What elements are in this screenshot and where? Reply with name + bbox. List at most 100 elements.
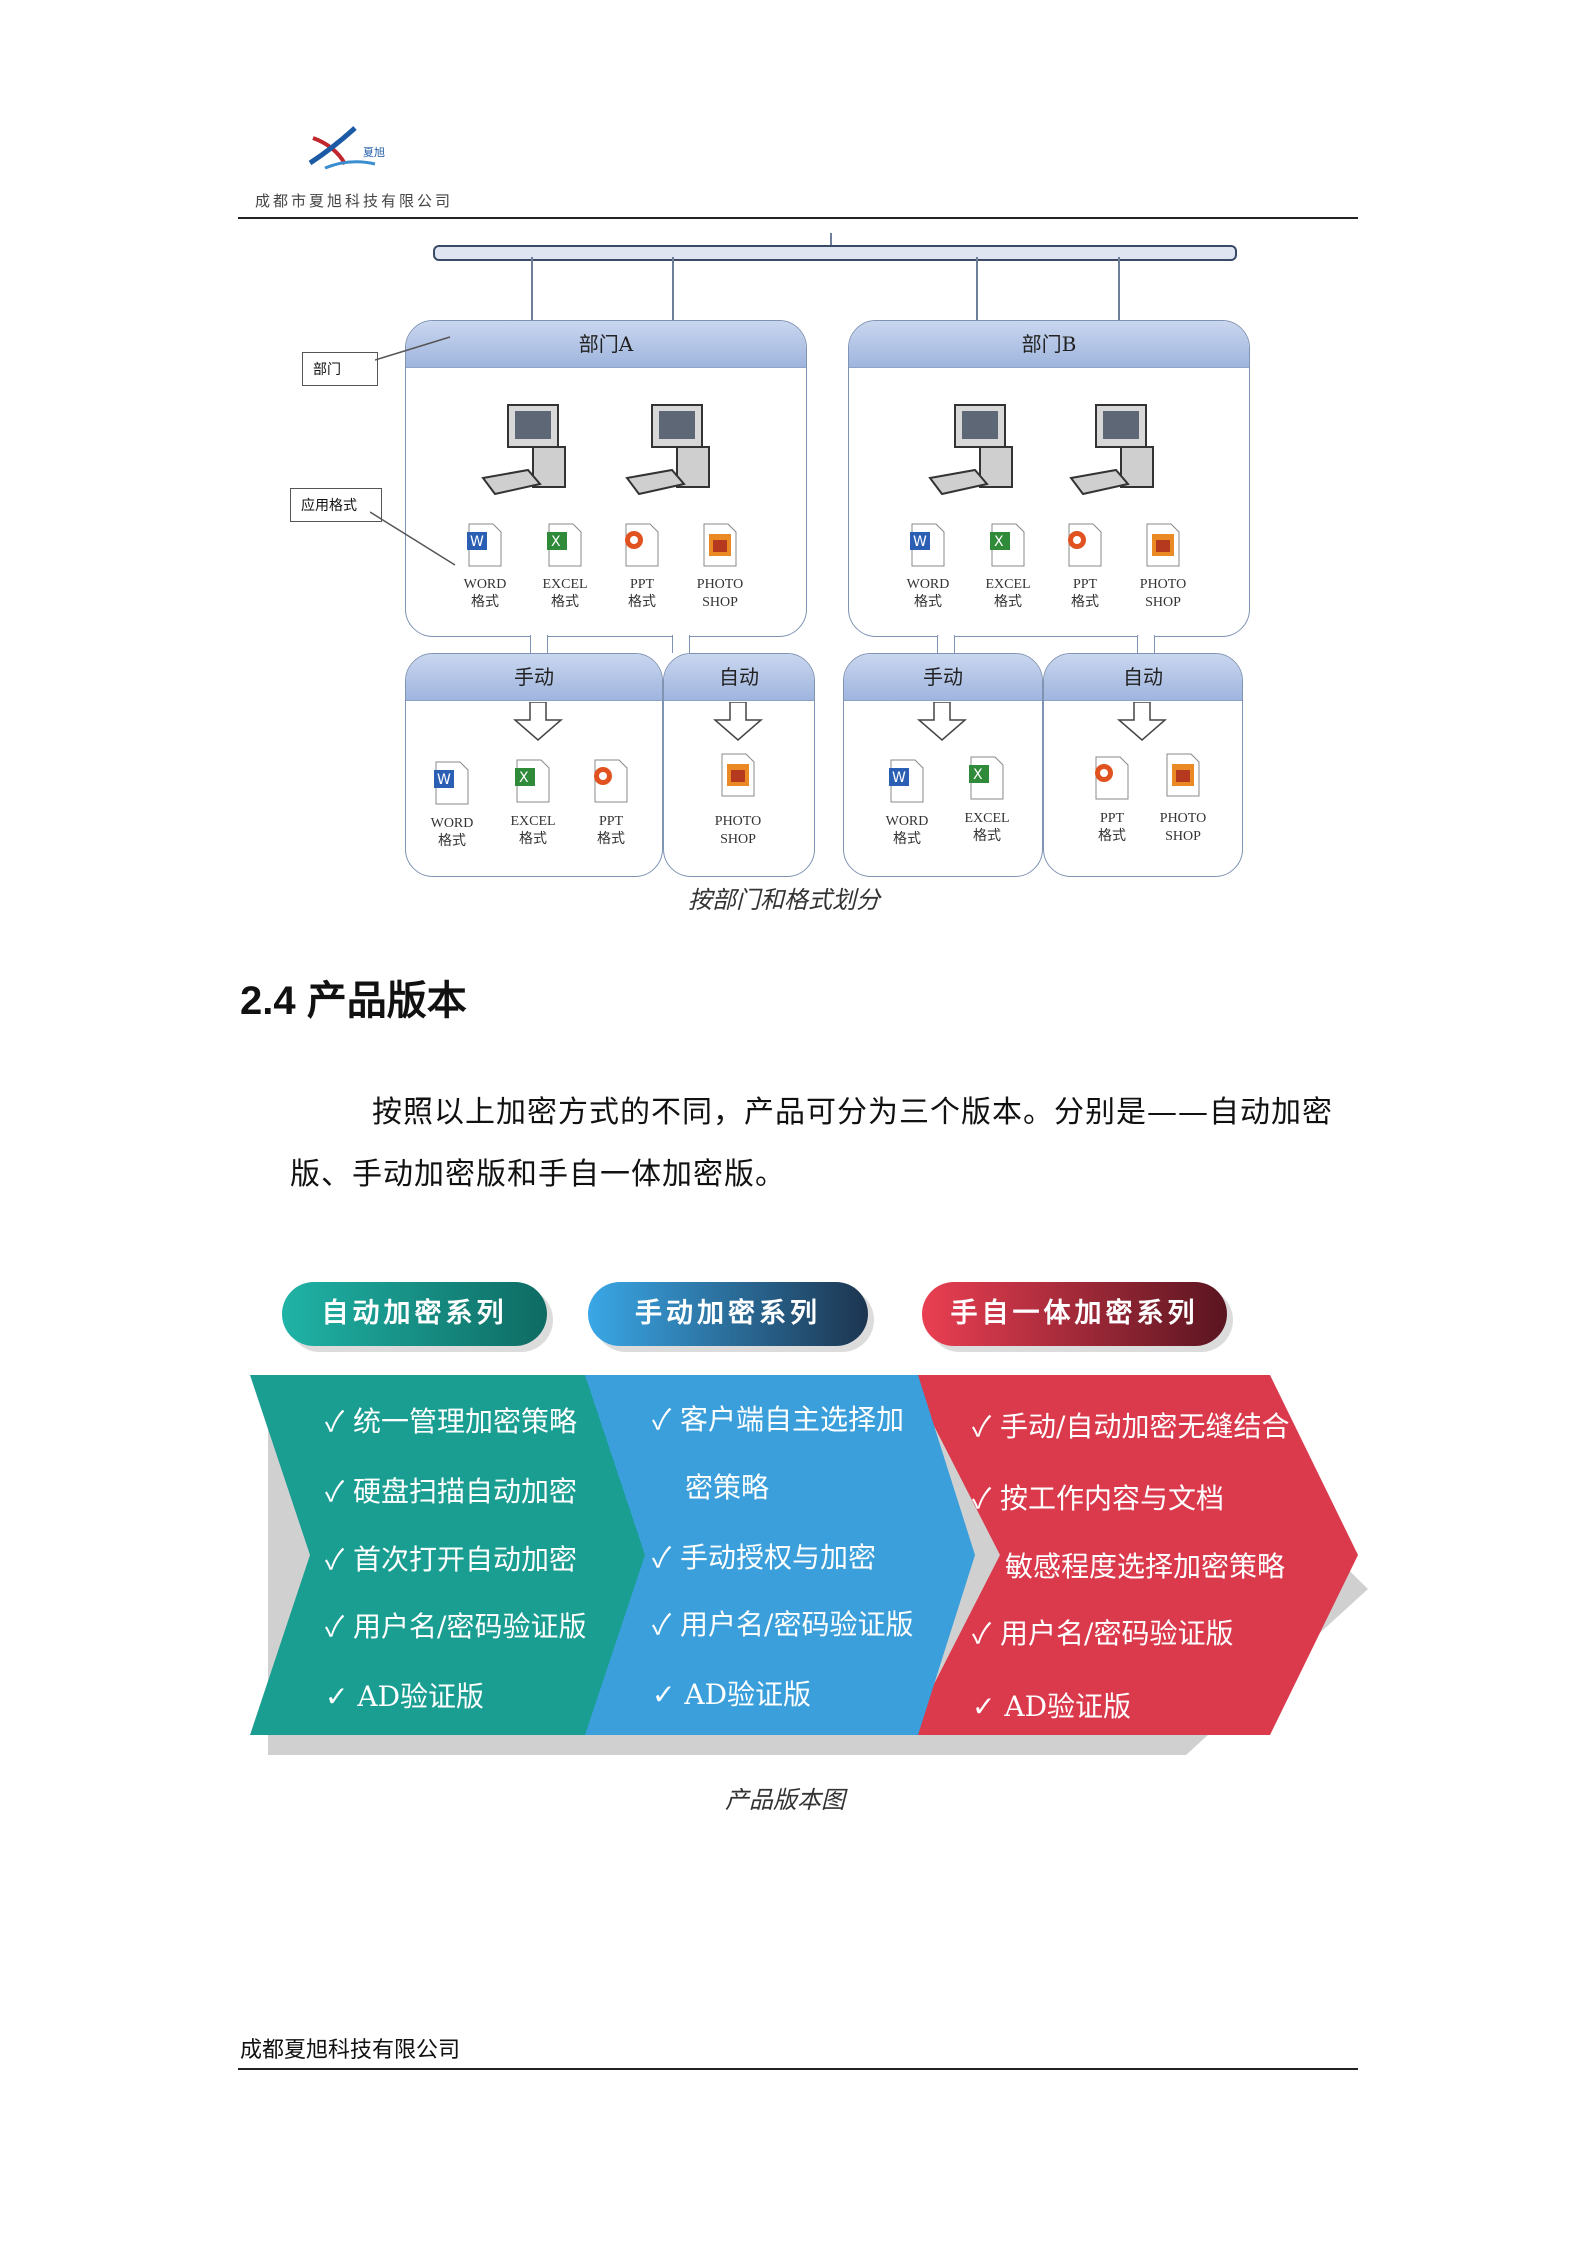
company-logo: 夏旭 — [305, 118, 395, 178]
svg-text:W: W — [913, 534, 927, 550]
word-file-icon: W — [889, 759, 924, 803]
down-arrow-icon — [713, 702, 763, 741]
footer-company-name: 成都夏旭科技有限公司 — [240, 2038, 461, 2063]
department-b-title: 部门B — [849, 321, 1249, 368]
version-chevrons — [250, 1375, 1368, 1755]
auto-box-b-title: 自动 — [1044, 654, 1242, 701]
department-a-title: 部门A — [406, 321, 806, 368]
computer-icon — [622, 400, 722, 500]
word-file-icon: W — [910, 523, 945, 567]
ppt-file-icon — [1095, 756, 1129, 800]
department-b-box: 部门B — [848, 320, 1250, 637]
manual-box-a-title: 手动 — [406, 654, 662, 701]
network-bus — [433, 245, 1237, 261]
excel-file-icon: X — [990, 523, 1025, 567]
ppt-file-icon — [594, 759, 628, 803]
section-paragraph-line1: 按照以上加密方式的不同，产品可分为三个版本。分别是——自动加密 — [372, 1095, 1333, 1130]
manual-box-b-title: 手动 — [844, 654, 1042, 701]
manual-chevron — [575, 1375, 975, 1735]
down-arrow-icon — [917, 702, 967, 741]
auto-feature-item: ✓ 统一管理加密策略 — [325, 1405, 578, 1438]
auto-feature-item: ✓ AD验证版 — [325, 1680, 485, 1713]
manual-feature-item: 密策略 — [685, 1471, 770, 1504]
svg-text:X: X — [551, 534, 561, 550]
svg-text:X: X — [519, 770, 529, 786]
versions-caption: 产品版本图 — [725, 1786, 845, 1814]
excel-file-icon: X — [969, 756, 1004, 800]
svg-text:W: W — [892, 770, 906, 786]
computer-icon — [1066, 400, 1166, 500]
connector-block — [937, 635, 955, 653]
header-company-name: 成都市夏旭科技有限公司 — [255, 192, 454, 210]
mixed-feature-item: 敏感程度选择加密策略 — [1005, 1550, 1286, 1583]
auto-feature-item: ✓ 用户名/密码验证版 — [325, 1610, 587, 1643]
svg-text:X: X — [994, 534, 1004, 550]
down-arrow-icon — [1117, 702, 1167, 741]
word-file-icon: W — [434, 761, 469, 805]
department-a-box: 部门A — [405, 320, 807, 637]
bus-top-tick — [830, 233, 832, 245]
down-arrow-icon — [513, 702, 563, 741]
mixed-feature-item: ✓ 用户名/密码验证版 — [972, 1617, 1234, 1650]
auto-feature-item: ✓ 硬盘扫描自动加密 — [325, 1475, 578, 1508]
excel-file-icon: X — [547, 523, 582, 567]
mixed-series-pill: 手自一体加密系列 — [922, 1282, 1227, 1346]
svg-text:W: W — [470, 534, 484, 550]
callout-format: 应用格式 — [290, 488, 382, 522]
svg-text:X: X — [973, 767, 983, 783]
auto-box-a: 自动 — [663, 653, 815, 877]
auto-series-pill: 自动加密系列 — [282, 1282, 547, 1346]
photoshop-file-icon — [1146, 523, 1180, 567]
mixed-feature-item: ✓ 按工作内容与文档 — [972, 1482, 1225, 1515]
mixed-feature-item: ✓ AD验证版 — [972, 1690, 1132, 1723]
manual-feature-item: ✓ AD验证版 — [652, 1678, 812, 1711]
footer-divider — [238, 2068, 1358, 2070]
manual-feature-item: ✓ 手动授权与加密 — [652, 1541, 877, 1574]
diagram-caption: 按部门和格式划分 — [688, 886, 880, 914]
mixed-chevron — [908, 1375, 1358, 1735]
photoshop-file-icon — [721, 753, 755, 797]
excel-file-icon: X — [515, 759, 550, 803]
callout-department-leader — [375, 336, 451, 361]
word-file-icon: W — [467, 523, 502, 567]
header-divider — [238, 217, 1358, 219]
connector-block — [1137, 635, 1155, 653]
callout-department: 部门 — [302, 352, 378, 386]
auto-box-a-title: 自动 — [664, 654, 814, 701]
auto-feature-item: ✓ 首次打开自动加密 — [325, 1543, 578, 1576]
manual-feature-item: ✓ 用户名/密码验证版 — [652, 1608, 914, 1641]
auto-box-b: 自动 — [1043, 653, 1243, 877]
section-paragraph-line2: 版、手动加密版和手自一体加密版。 — [290, 1157, 786, 1192]
ppt-file-icon — [1068, 523, 1102, 567]
computer-icon — [478, 400, 578, 500]
computer-icon — [925, 400, 1025, 500]
auto-chevron — [250, 1375, 645, 1735]
mixed-feature-item: ✓ 手动/自动加密无缝结合 — [972, 1410, 1290, 1443]
manual-box-b: 手动 — [843, 653, 1043, 877]
connector-block — [672, 635, 690, 653]
connector-block — [530, 635, 548, 653]
svg-text:W: W — [437, 772, 451, 788]
manual-feature-item: ✓ 客户端自主选择加 — [652, 1403, 905, 1436]
manual-series-pill: 手动加密系列 — [588, 1282, 868, 1346]
photoshop-file-icon — [703, 523, 737, 567]
logo-mark-text: 夏旭 — [363, 145, 385, 159]
photoshop-file-icon — [1166, 753, 1200, 797]
ppt-file-icon — [625, 523, 659, 567]
callout-format-leader — [370, 511, 456, 566]
